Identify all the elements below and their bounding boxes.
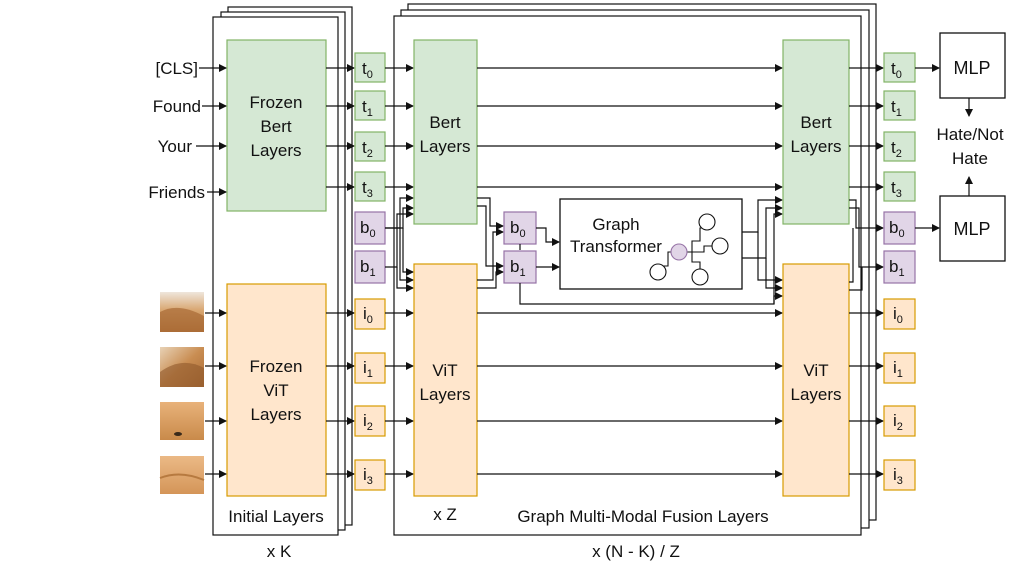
token-i2-right-label: i2 [893,411,903,433]
token-i0-left-label: i0 [363,304,373,326]
token-t2-left-label: t2 [362,138,373,160]
token-i1-right [883,352,916,384]
fusion-vit-left-label-2: Layers [419,385,470,404]
token-t2-right [883,131,916,162]
fusion-vit-block-right [782,263,850,497]
input-token-your: Your [158,137,193,156]
token-b1-inner-label: b1 [510,257,526,279]
token-t3-left [354,171,386,202]
frozen-vit-label-1: Frozen [250,357,303,376]
fusion-bert-block-right [782,39,850,225]
fusion-bert-block-left [413,39,478,225]
initial-layers-label: Initial Layers [228,507,323,526]
token-b1-left-label: b1 [360,257,376,279]
token-b1-left [354,250,386,284]
fusion-vit-right-label-2: Layers [790,385,841,404]
token-t1-left-label: t1 [362,97,373,119]
token-t3-right [883,171,916,202]
graph-transformer-label-1: Graph [592,215,639,234]
token-i3-right-label: i3 [893,465,903,487]
frozen-vit-block [226,283,327,497]
token-t3-right-label: t3 [891,178,902,200]
token-i1-right-label: i1 [893,358,903,380]
fusion-vit-right-label-1: ViT [803,361,828,380]
input-image-2 [160,402,204,440]
token-i3-left-label: i3 [363,465,373,487]
mlp-block-bottom [939,195,1006,262]
token-b0-inner-label: b0 [510,218,526,240]
frozen-bert-block [226,39,327,212]
token-t0-left-label: t0 [362,59,373,81]
output-label-2: Hate [952,149,988,168]
left-token-column [354,52,386,491]
token-b1-right-label: b1 [889,257,905,279]
mlp-top-label: MLP [953,58,990,78]
token-t1-left [354,90,386,121]
token-i1-left-label: i1 [363,358,373,380]
token-b1-inner [503,250,537,284]
fusion-bert-right-label-2: Layers [790,137,841,156]
token-i0-right-label: i0 [893,304,903,326]
fusion-layers-label: Graph Multi-Modal Fusion Layers [517,507,768,526]
token-t0-right [883,52,916,83]
token-t2-right-label: t2 [891,138,902,160]
token-t0-right-label: t0 [891,59,902,81]
token-t3-left-label: t3 [362,178,373,200]
fusion-repeat-label: x (N - K) / Z [592,542,680,561]
right-token-column [883,52,916,491]
input-image-3 [159,456,205,494]
mlp-bottom-label: MLP [953,219,990,239]
frozen-vit-label-3: Layers [250,405,301,424]
graph-icon [649,213,729,286]
fusion-bert-left-label-2: Layers [419,137,470,156]
input-token-cls: [CLS] [155,59,198,78]
token-t1-right-label: t1 [891,97,902,119]
initial-repeat-label: x K [267,542,292,561]
token-i2-right [883,405,916,437]
token-b0-left [354,211,386,245]
fusion-vit-block-left [413,263,478,497]
input-token-found: Found [153,97,201,116]
input-image-0 [160,292,204,332]
inner-repeat-label: x Z [433,505,457,524]
frozen-bert-label-2: Bert [260,117,291,136]
frozen-vit-label-2: ViT [263,381,288,400]
frozen-bert-label-3: Layers [250,141,301,160]
token-t1-right [883,90,916,121]
token-i3-right [883,459,916,491]
input-image-1 [160,347,204,387]
token-b0-right [883,211,916,245]
token-b1-right [883,250,916,284]
token-i0-left [354,298,386,330]
token-t2-left [354,131,386,162]
fusion-bert-right-label-1: Bert [800,113,831,132]
mlp-block-top [939,32,1006,99]
token-i2-left [354,405,386,437]
token-b0-left-label: b0 [360,218,376,240]
graph-transformer-label-2: Transformer [570,237,662,256]
output-label-1: Hate/Not [936,125,1003,144]
token-i2-left-label: i2 [363,411,373,433]
input-token-friends: Friends [148,183,205,202]
token-i1-left [354,352,386,384]
token-i0-right [883,298,916,330]
token-i3-left [354,459,386,491]
token-b0-right-label: b0 [889,218,905,240]
fusion-bert-left-label-1: Bert [429,113,460,132]
frozen-bert-label-1: Frozen [250,93,303,112]
fusion-vit-left-label-1: ViT [432,361,457,380]
